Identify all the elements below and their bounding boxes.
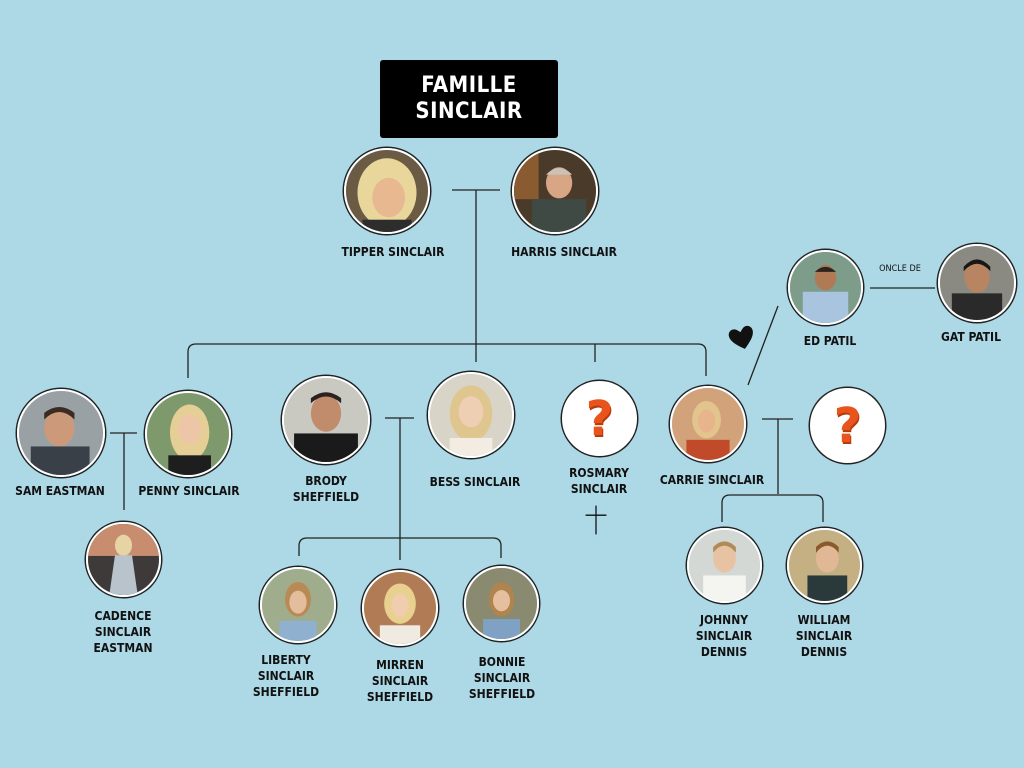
question-mark-icon: ? — [585, 390, 614, 447]
avatar-harris — [512, 148, 598, 234]
heart-icon — [728, 325, 753, 349]
name-line: SHEFFIELD — [468, 687, 536, 701]
label-tipper: TIPPER SINCLAIR — [342, 244, 445, 260]
avatar-rosmary-unknown: ? — [562, 381, 637, 456]
name-line: JOHNNY — [699, 613, 749, 627]
name-line: WILLIAM — [797, 613, 851, 627]
avatar-carrie — [670, 386, 746, 462]
name-line: SHEFFIELD — [366, 690, 434, 704]
label-bess: BESS SINCLAIR — [430, 474, 521, 490]
name-line: DENNIS — [800, 645, 848, 659]
name-line: MIRREN — [376, 658, 424, 672]
label-carrie: CARRIE SINCLAIR — [660, 472, 764, 488]
label-cadence: CADENCE SINCLAIR EASTMAN — [93, 608, 152, 656]
name-line: PENNY SINCLAIR — [138, 484, 240, 498]
portrait-image — [262, 569, 334, 641]
name-line: ED PATIL — [803, 334, 857, 348]
portrait-image — [790, 252, 861, 323]
name-line: TIPPER SINCLAIR — [341, 245, 445, 259]
question-mark-icon: ? — [833, 397, 862, 454]
name-line: ROSMARY — [569, 466, 629, 480]
label-rosmary: ROSMARY SINCLAIR — [569, 465, 629, 497]
name-line: BRODY — [305, 474, 347, 488]
name-line: SHEFFIELD — [252, 685, 320, 699]
portrait-image — [514, 150, 596, 232]
portrait-image — [88, 524, 159, 595]
label-mirren: MIRREN SINCLAIR SHEFFIELD — [367, 657, 433, 705]
name-line: SINCLAIR — [695, 629, 753, 643]
title-line-2: SINCLAIR — [415, 99, 523, 124]
portrait-image — [430, 374, 512, 456]
name-line: SINCLAIR — [371, 674, 429, 688]
portrait-image — [789, 530, 860, 601]
name-line: SHEFFIELD — [292, 490, 360, 504]
name-line: SINCLAIR — [94, 625, 152, 639]
portrait-image — [672, 388, 744, 460]
label-brody: BRODY SHEFFIELD — [293, 473, 359, 505]
avatar-penny — [145, 391, 231, 477]
avatar-johnny — [687, 528, 762, 603]
name-line: HARRIS SINCLAIR — [511, 245, 617, 259]
label-harris: HARRIS SINCLAIR — [511, 244, 617, 260]
name-line: SINCLAIR — [795, 629, 853, 643]
label-penny: PENNY SINCLAIR — [138, 483, 239, 499]
label-ed: ED PATIL — [804, 333, 857, 349]
family-title: FAMILLE SINCLAIR — [380, 60, 558, 138]
portrait-image — [19, 391, 103, 475]
name-line: LIBERTY — [261, 653, 311, 667]
portrait-image — [940, 246, 1014, 320]
avatar-sam — [17, 389, 105, 477]
label-liberty: LIBERTY SINCLAIR SHEFFIELD — [253, 652, 319, 700]
deceased-cross-icon — [585, 505, 607, 535]
avatar-william — [787, 528, 862, 603]
name-line: SAM EASTMAN — [15, 484, 105, 498]
avatar-tipper — [344, 148, 430, 234]
label-sam: SAM EASTMAN — [15, 483, 105, 499]
relation-label: ONCLE DE — [879, 264, 921, 274]
avatar-bess — [428, 372, 514, 458]
avatar-unknown-partner: ? — [810, 388, 885, 463]
name-line: GAT PATIL — [941, 330, 1001, 344]
portrait-image — [364, 572, 436, 644]
avatar-gat — [938, 244, 1016, 322]
portrait-image — [689, 530, 760, 601]
portrait-image — [466, 568, 537, 639]
name-line: SINCLAIR — [257, 669, 315, 683]
portrait-image — [346, 150, 428, 232]
label-bonnie: BONNIE SINCLAIR SHEFFIELD — [469, 654, 535, 702]
label-gat: GAT PATIL — [941, 329, 1001, 345]
avatar-mirren — [362, 570, 438, 646]
name-line: EASTMAN — [93, 641, 153, 655]
avatar-brody — [282, 376, 370, 464]
avatar-cadence — [86, 522, 161, 597]
label-johnny: JOHNNY SINCLAIR DENNIS — [696, 612, 752, 660]
label-william: WILLIAM SINCLAIR DENNIS — [796, 612, 852, 660]
portrait-image — [147, 393, 229, 475]
name-line: BONNIE — [478, 655, 526, 669]
avatar-liberty — [260, 567, 336, 643]
name-line: CARRIE SINCLAIR — [659, 473, 765, 487]
name-line: DENNIS — [700, 645, 748, 659]
title-line-1: FAMILLE — [421, 73, 517, 98]
name-line: CADENCE — [94, 609, 152, 623]
name-line: SINCLAIR — [473, 671, 531, 685]
avatar-bonnie — [464, 566, 539, 641]
name-line: SINCLAIR — [570, 482, 628, 496]
avatar-ed — [788, 250, 863, 325]
name-line: BESS SINCLAIR — [429, 475, 521, 489]
portrait-image — [284, 378, 368, 462]
